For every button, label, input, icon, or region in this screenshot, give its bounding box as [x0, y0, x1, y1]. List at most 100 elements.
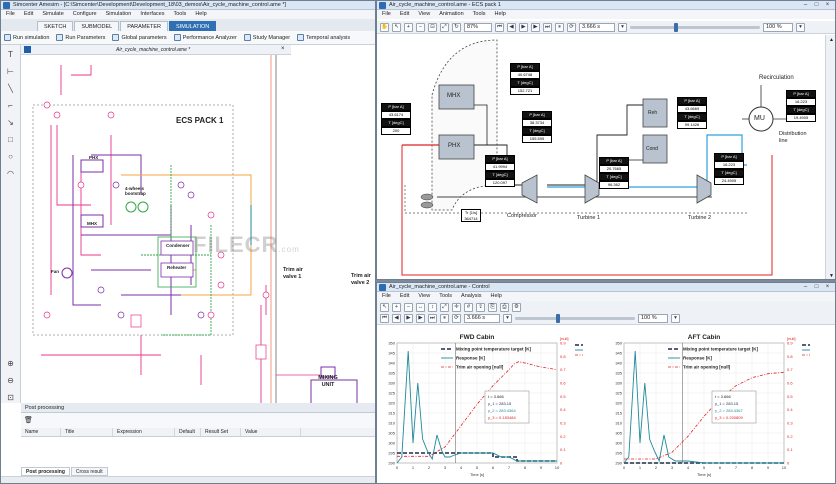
menu-tools[interactable]: Tools — [439, 293, 453, 299]
scroll-up-icon[interactable]: ▲ — [829, 37, 834, 43]
copy-icon[interactable]: ⎘ — [488, 302, 497, 312]
menu-animation[interactable]: Animation — [439, 11, 464, 17]
close-icon[interactable]: × — [825, 284, 830, 290]
ecs-time-field[interactable]: 3.666 s — [579, 22, 615, 32]
print-icon[interactable]: ⎙ — [500, 302, 509, 312]
sketch-tab[interactable]: Air_cycle_machine_control.ame * × — [21, 45, 291, 55]
zoom-dropdown-icon[interactable]: ▾ — [796, 22, 805, 32]
post-table-body[interactable] — [21, 437, 375, 465]
ecs-time-slider[interactable] — [630, 22, 760, 32]
menu-edit[interactable]: Edit — [399, 11, 410, 17]
pause-icon[interactable]: ⏸ — [555, 22, 564, 32]
scroll-down-icon[interactable]: ▼ — [829, 273, 834, 279]
dimension-tool-icon[interactable]: ⊢ — [7, 67, 14, 76]
menu-tools[interactable]: Tools — [472, 11, 486, 17]
control-time-field[interactable]: 3.666 s — [464, 314, 500, 323]
ecs-vscroll[interactable]: ▲ ▼ — [825, 35, 835, 279]
minimize-icon[interactable]: – — [803, 2, 808, 8]
performance-analyzer-button[interactable]: Performance Analyzer — [173, 34, 240, 41]
bottom-tab-post-processing[interactable]: Post processing — [21, 467, 70, 476]
hand-tool-icon[interactable]: ✋ — [380, 22, 389, 32]
fit-icon[interactable]: ⤢ — [440, 22, 449, 32]
control-zoom-field[interactable]: 100 % — [638, 314, 668, 323]
play-icon[interactable]: ▶ — [404, 314, 413, 323]
cursor-icon[interactable]: ✛ — [452, 302, 461, 312]
close-icon[interactable]: × — [281, 46, 285, 52]
menu-help[interactable]: Help — [494, 11, 506, 17]
polyline-tool-icon[interactable]: ⌐ — [8, 101, 13, 110]
ecs-zoom-field[interactable]: 87% — [464, 22, 492, 32]
menu-simulate[interactable]: Simulate — [42, 11, 64, 17]
first-frame-icon[interactable]: ⏮ — [380, 314, 389, 323]
ecs-zoom2-field[interactable]: 100 % — [763, 22, 793, 32]
next-frame-icon[interactable]: ▶ — [531, 22, 540, 32]
settings-icon[interactable]: ⚙ — [512, 302, 521, 312]
time-down-icon[interactable]: ▾ — [618, 22, 627, 32]
line-tool-icon[interactable]: ╲ — [8, 84, 13, 93]
pause-icon[interactable]: ⏸ — [440, 314, 449, 323]
arc-tool-icon[interactable]: ◠ — [7, 169, 14, 178]
tab-submodel[interactable]: SUBMODEL — [74, 21, 120, 31]
menu-edit[interactable]: Edit — [23, 11, 34, 17]
zoom-out-icon[interactable]: ⊖ — [7, 376, 14, 385]
column-header-name[interactable]: Name — [21, 428, 61, 436]
menu-help[interactable]: Help — [195, 11, 207, 17]
play-icon[interactable]: ▶ — [519, 22, 528, 32]
zoom-box-icon[interactable]: ⊡ — [428, 22, 437, 32]
export-icon[interactable]: ⇪ — [476, 302, 485, 312]
text-tool-icon[interactable]: T — [8, 50, 13, 59]
global-parameters-button[interactable]: Global parameters — [112, 34, 169, 41]
zoom-in-icon[interactable]: + — [392, 302, 401, 312]
ecs-canvas[interactable]: MHX PHX Reh Cond MU Compressor Turbine 1… — [377, 35, 825, 279]
zoom-y-icon[interactable]: ↕ — [428, 302, 437, 312]
tab-sketch[interactable]: SKETCH — [37, 21, 74, 31]
select-tool-icon[interactable]: ↖ — [392, 22, 401, 32]
maximize-icon[interactable]: □ — [814, 284, 819, 290]
menu-view[interactable]: View — [418, 293, 431, 299]
menu-interfaces[interactable]: Interfaces — [140, 11, 165, 17]
autoscale-icon[interactable]: ⤢ — [440, 302, 449, 312]
loop-icon[interactable]: ⟳ — [567, 22, 576, 32]
column-header-expression[interactable]: Expression — [113, 428, 175, 436]
menu-simulation[interactable]: Simulation — [105, 11, 132, 17]
prev-frame-icon[interactable]: ◀ — [507, 22, 516, 32]
prev-frame-icon[interactable]: ◀ — [392, 314, 401, 323]
zoom-dropdown-icon[interactable]: ▾ — [671, 314, 680, 323]
last-frame-icon[interactable]: ⏭ — [428, 314, 437, 323]
menu-view[interactable]: View — [418, 11, 431, 17]
zoom-out-icon[interactable]: − — [416, 22, 425, 32]
connector-tool-icon[interactable]: ↘ — [7, 118, 14, 127]
time-down-icon[interactable]: ▾ — [503, 314, 512, 323]
sketch-area[interactable]: Air_cycle_machine_control.ame * × — [21, 45, 375, 403]
next-frame-icon[interactable]: ▶ — [416, 314, 425, 323]
column-header-title[interactable]: Title — [61, 428, 113, 436]
menu-help[interactable]: Help — [490, 293, 502, 299]
ellipse-tool-icon[interactable]: ○ — [8, 152, 13, 161]
zoom-in-icon[interactable]: ⊕ — [7, 359, 14, 368]
zoom-out-icon[interactable]: − — [404, 302, 413, 312]
last-frame-icon[interactable]: ⏭ — [543, 22, 552, 32]
temporal-analysis-button[interactable]: Temporal analysis — [297, 34, 353, 41]
menu-edit[interactable]: Edit — [399, 293, 410, 299]
control-time-slider[interactable] — [515, 314, 635, 323]
select-tool-icon[interactable]: ↖ — [380, 302, 389, 312]
menu-configure[interactable]: Configure — [72, 11, 97, 17]
tab-simulation[interactable]: SIMULATION — [169, 21, 217, 31]
run-simulation-button[interactable]: Run simulation — [4, 34, 52, 41]
delete-icon[interactable]: 🗑 — [24, 417, 33, 424]
refresh-icon[interactable]: ↻ — [452, 22, 461, 32]
zoom-in-icon[interactable]: + — [404, 22, 413, 32]
run-parameters-button[interactable]: Run Parameters — [56, 34, 108, 41]
first-frame-icon[interactable]: ⏮ — [495, 22, 504, 32]
column-header-result-set[interactable]: Result Set — [201, 428, 241, 436]
minimize-icon[interactable]: – — [803, 284, 808, 290]
menu-tools[interactable]: Tools — [173, 11, 187, 17]
menu-file[interactable]: File — [382, 11, 391, 17]
column-header-default[interactable]: Default — [175, 428, 201, 436]
bottom-tab-cross-result[interactable]: Cross result — [70, 467, 108, 476]
rectangle-tool-icon[interactable]: □ — [8, 135, 13, 144]
close-icon[interactable]: × — [825, 2, 830, 8]
zoom-fit-icon[interactable]: ⊡ — [7, 393, 14, 402]
menu-file[interactable]: File — [382, 293, 391, 299]
